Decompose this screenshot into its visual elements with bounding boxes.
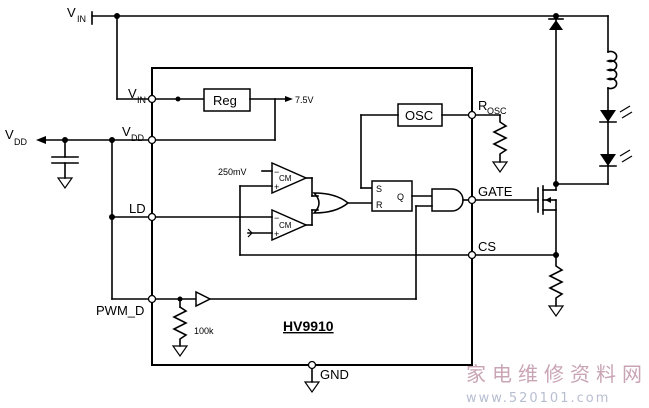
rosc-resistor [471,114,509,174]
current-sense-comparator [239,161,308,256]
latch-q-label: Q [397,192,404,202]
pin-gnd [307,360,317,370]
comparator-top-minus: − [274,167,279,177]
pin-gate [467,195,477,205]
pin-ld [147,212,157,222]
watermark-title: 家电维修资料网 [466,362,648,386]
pin-ld-label: LD [129,201,146,216]
chip-name: HV9910 [283,318,334,334]
pin-gnd-label: GND [320,367,349,382]
watermark-url: www.520101.com [466,391,610,406]
pin-pwm-d-label: PWM_D [96,303,144,318]
vin-rail [91,11,609,100]
pin-vin-label: V [128,86,137,101]
latch-s-label: S [376,184,382,194]
linear-dimming-comparator [151,208,308,242]
sr-latch [371,180,433,212]
pin-pwm-d [147,294,157,304]
pin-vdd-label: V [122,124,131,139]
pin-cs-label: CS [478,239,496,254]
pin-rosc-label: R [478,98,487,113]
and-gate [415,188,473,300]
oscillator-block [360,103,473,189]
vin-input-label: V [67,5,76,20]
latch-r-label: R [376,200,383,210]
vdd-rail [36,136,153,300]
pwm-d-buffer [151,290,417,358]
vin-input-label-sub: IN [77,14,86,24]
vdd-output-label-sub: DD [14,137,27,147]
pin-cs [467,250,477,260]
comparator-bottom-plus: + [274,229,279,239]
pin-rosc [467,110,477,120]
pin-vdd [147,135,157,145]
comparator-bottom-minus: − [274,213,279,223]
comparator-top-plus: + [274,182,279,192]
or-gate [305,177,373,226]
pin-vdd-label-sub: DD [131,133,144,143]
regulator-label: Reg [213,93,237,108]
reference-250mv-label: 250mV [218,167,247,177]
oscillator-label: OSC [405,108,433,123]
vdd-output-label: V [5,127,14,142]
external-power-stage [471,15,633,318]
regulator-output-label: 7.5V [295,95,314,105]
pin-vin-label-sub: IN [137,95,146,105]
pin-gate-label: GATE [478,184,513,199]
pin-vin [147,94,157,104]
regulator-block [151,88,293,141]
comparator-top-label: CM [279,174,292,183]
pin-rosc-label-sub: OSC [487,106,507,116]
resistor-100k-label: 100k [194,326,214,336]
comparator-bottom-label: CM [279,221,292,230]
